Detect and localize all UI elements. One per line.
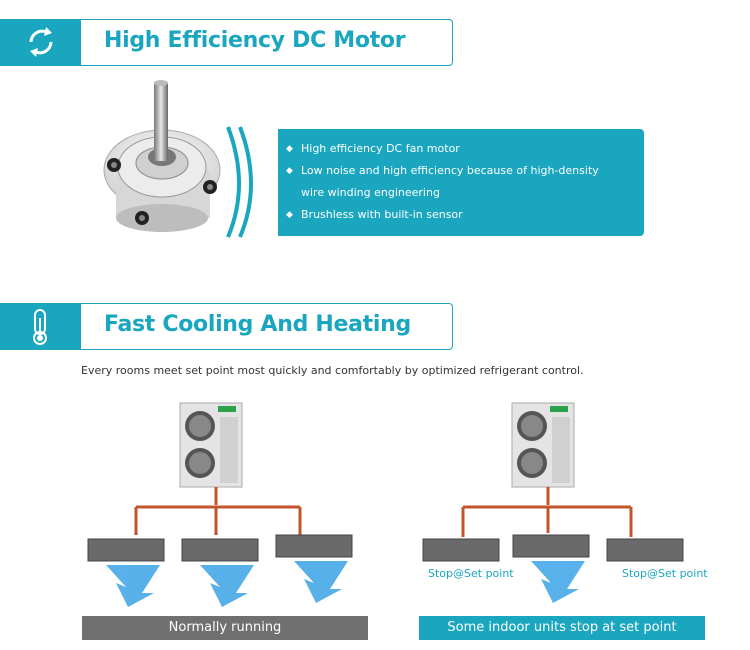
feature-list: ◆ High efficiency DC fan motor ◆ Low noi… [286, 138, 599, 226]
section-icon-box [1, 304, 81, 349]
diamond-bullet-icon: ◆ [286, 210, 293, 220]
dc-motor-image [103, 80, 253, 238]
outdoor-unit [511, 402, 575, 488]
stop-set-point-label: Stop@Set point [428, 567, 514, 580]
diamond-bullet-icon: ◆ [286, 144, 293, 154]
set-point-diagram [422, 402, 684, 603]
normal-running-diagram [87, 402, 353, 607]
normal-running-label: Normally running [82, 616, 368, 640]
section-header-motor: High Efficiency DC Motor [0, 19, 453, 66]
section-subtitle: Every rooms meet set point most quickly … [81, 364, 584, 377]
stop-set-point-label: Stop@Set point [622, 567, 708, 580]
feature-item: ◆ Brushless with built-in sensor [286, 204, 599, 226]
feature-item: ◆ High efficiency DC fan motor [286, 138, 599, 160]
indoor-units [87, 534, 353, 562]
feature-band: ◆ High efficiency DC fan motor ◆ Low noi… [278, 129, 644, 236]
section-icon-box [1, 20, 81, 65]
section-title: High Efficiency DC Motor [104, 28, 406, 53]
set-point-label: Some indoor units stop at set point [419, 616, 705, 640]
feature-item: ◆ Low noise and high efficiency because … [286, 160, 599, 204]
indoor-units [422, 534, 684, 562]
section-header-cooling: Fast Cooling And Heating [0, 303, 453, 350]
outdoor-unit [179, 402, 243, 488]
diamond-bullet-icon: ◆ [286, 166, 293, 176]
refresh-cycle-icon [29, 27, 53, 57]
section-title: Fast Cooling And Heating [104, 312, 411, 337]
thermometer-icon [33, 309, 47, 345]
